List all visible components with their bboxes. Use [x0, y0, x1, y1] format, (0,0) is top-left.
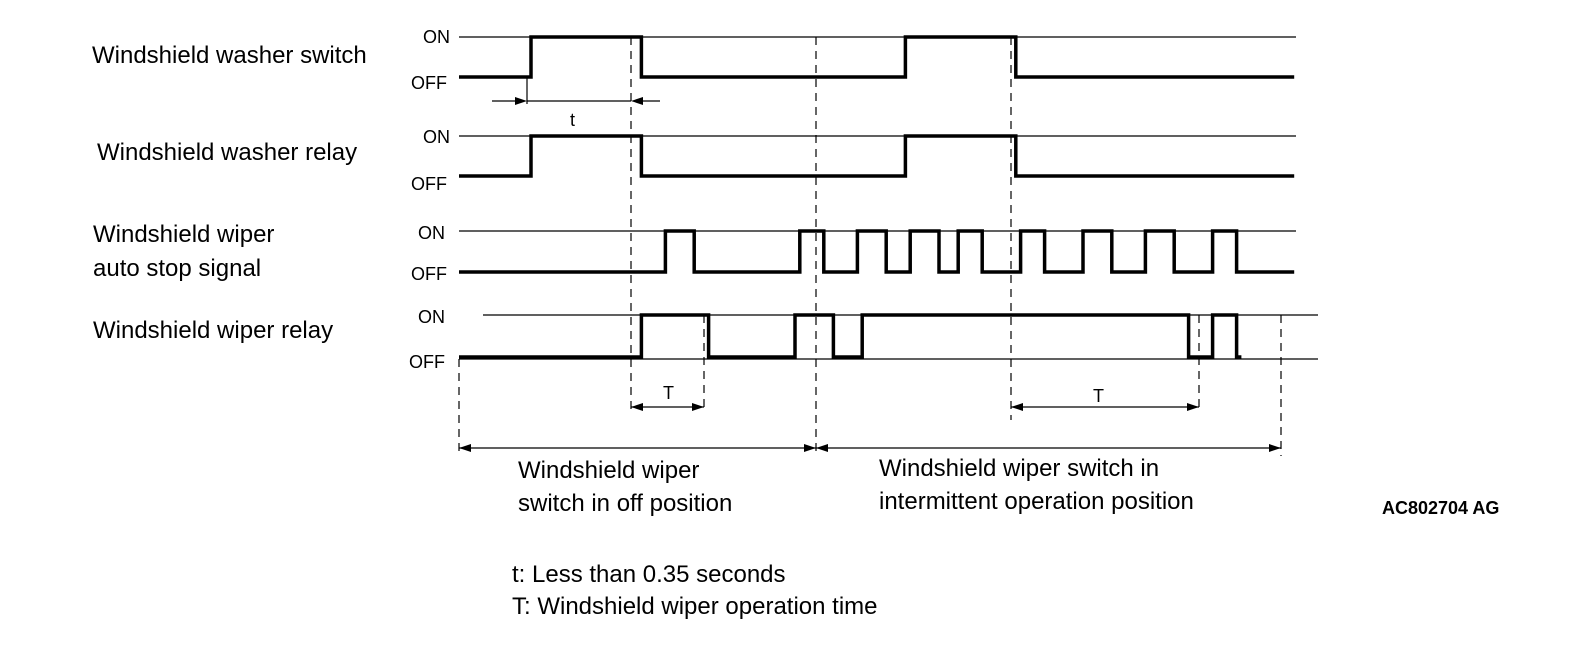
washer-relay-label: Windshield washer relay	[97, 139, 357, 166]
range-off-right-arrow	[804, 444, 816, 452]
T-dimension-intermittent	[1011, 403, 1199, 411]
washer-switch-on-label: ON	[423, 27, 450, 47]
wiper-relay-on-label: ON	[418, 307, 445, 327]
off-position-label-line2: switch in off position	[518, 490, 732, 517]
intermittent-position-label-line2: intermittent operation position	[879, 488, 1194, 515]
washer-relay-on-label: ON	[423, 127, 450, 147]
range-intermittent-right-arrow	[1269, 444, 1281, 452]
washer-relay-waveform	[459, 134, 1295, 178]
auto-stop-on-label: ON	[418, 223, 445, 243]
washer-switch-waveform	[459, 35, 1295, 79]
note-T: T: Windshield wiper operation time	[512, 593, 878, 620]
note-t: t: Less than 0.35 seconds	[512, 561, 786, 588]
washer-switch-off-label: OFF	[411, 73, 447, 93]
t-dimension	[492, 78, 660, 105]
T-label-off: T	[663, 383, 674, 403]
wiper-relay-label: Windshield wiper relay	[93, 317, 333, 344]
guide-lines	[458, 37, 1282, 456]
T-dimension-off-right-arrow	[692, 403, 704, 411]
range-arrows	[459, 444, 1281, 452]
intermittent-position-label-line1: Windshield wiper switch in	[879, 455, 1159, 482]
T-dimension-intermittent-right-arrow	[1187, 403, 1199, 411]
auto-stop-label-line1: Windshield wiper	[93, 221, 274, 248]
T-dimension-off-left-arrow	[631, 403, 643, 411]
t-label: t	[570, 110, 575, 130]
figure-code: AC802704 AG	[1382, 498, 1499, 518]
range-intermittent-left-arrow	[816, 444, 828, 452]
washer-switch-label: Windshield washer switch	[92, 42, 367, 69]
auto-stop-label-line2: auto stop signal	[93, 255, 261, 282]
T-dimension-intermittent-left-arrow	[1011, 403, 1023, 411]
auto-stop-waveform	[459, 229, 1295, 274]
wiper-relay-off-label: OFF	[409, 352, 445, 372]
T-label-intermittent: T	[1093, 386, 1104, 406]
t-left-arrow-head	[515, 97, 527, 105]
off-position-label-line1: Windshield wiper	[518, 457, 699, 484]
T-dimension-off	[631, 403, 704, 411]
t-right-arrow-head	[631, 97, 643, 105]
washer-relay-off-label: OFF	[411, 174, 447, 194]
auto-stop-off-label: OFF	[411, 264, 447, 284]
wiper-relay-waveform	[459, 313, 1242, 359]
range-off-left-arrow	[459, 444, 471, 452]
